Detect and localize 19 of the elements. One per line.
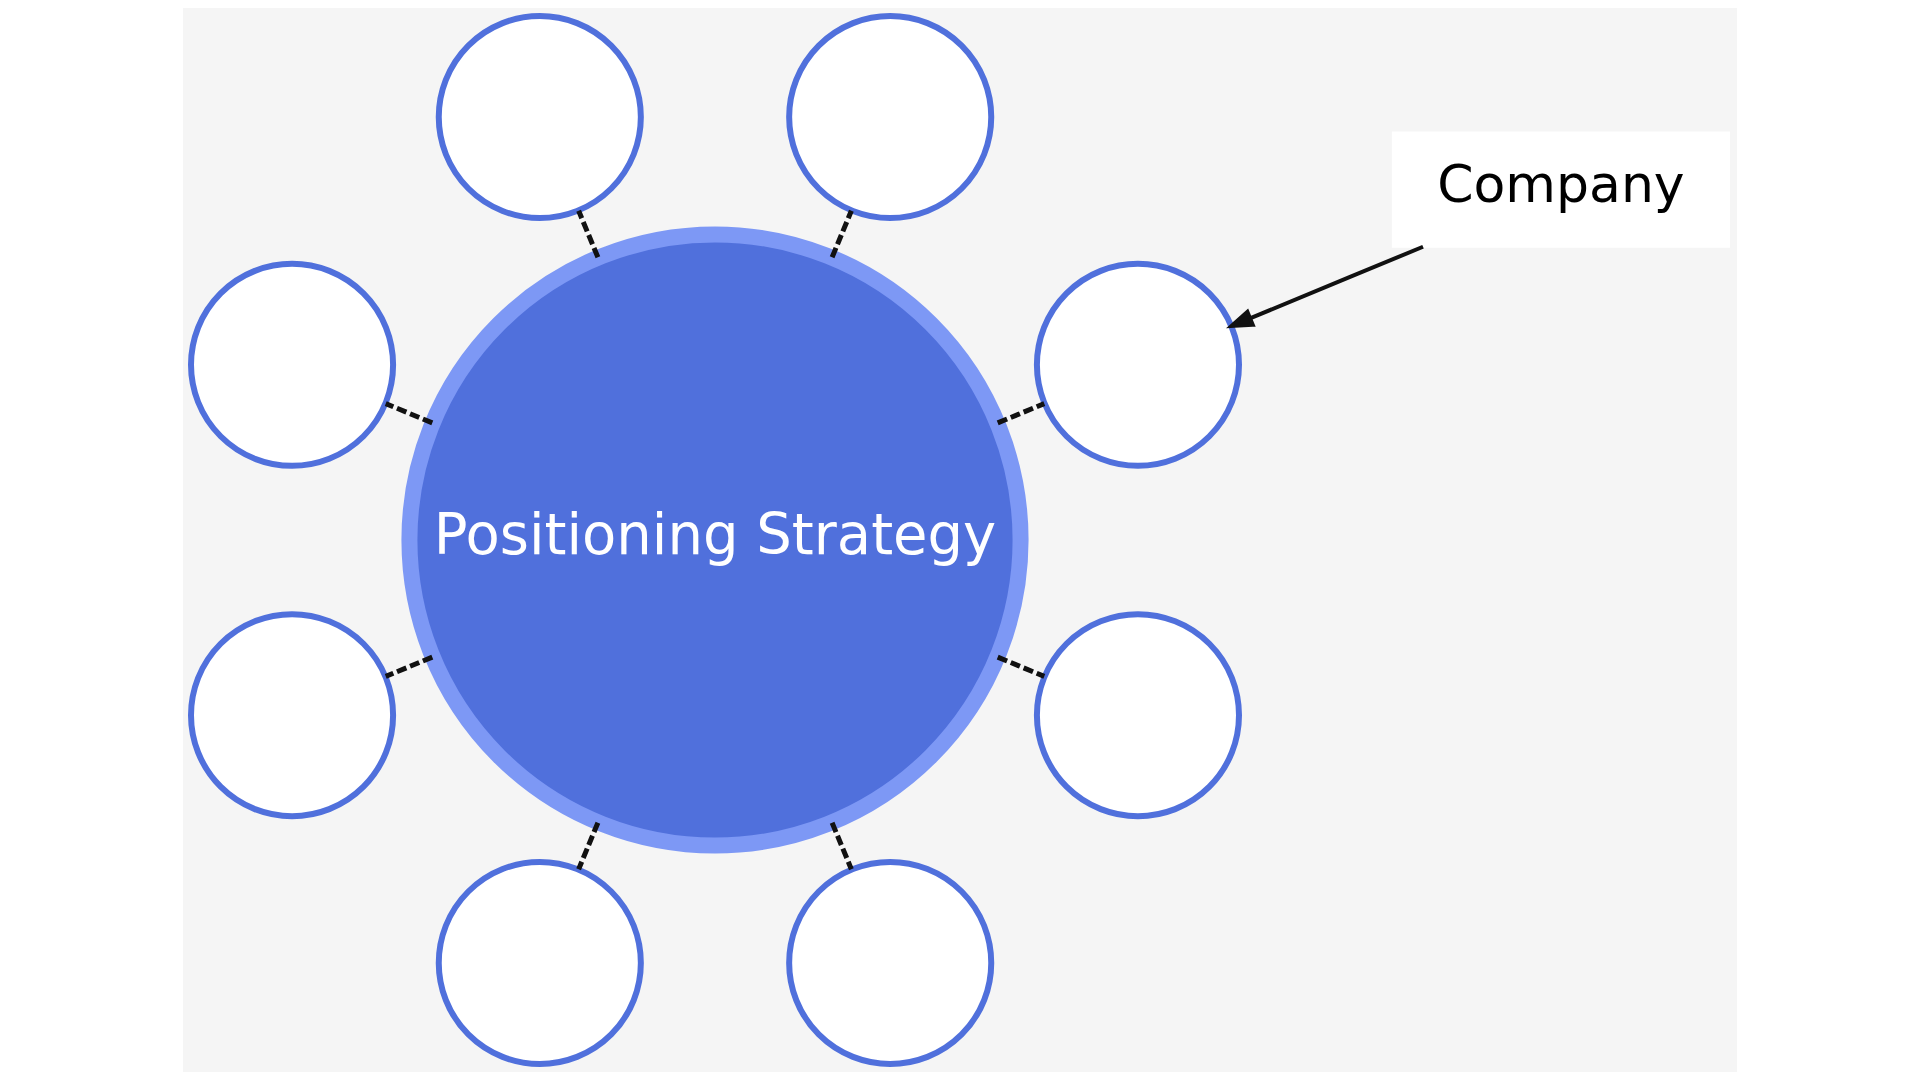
connector	[576, 821, 601, 871]
connector	[829, 209, 854, 259]
node-circle	[1033, 260, 1242, 469]
node-circle	[786, 858, 995, 1067]
node-box: Company	[1391, 131, 1730, 248]
node-circle	[435, 858, 644, 1067]
node-circle	[188, 611, 397, 820]
node-circle	[1033, 611, 1242, 820]
node-circle: Positioning Strategy	[401, 226, 1029, 854]
connector	[996, 401, 1046, 426]
arrow	[1226, 244, 1424, 329]
node-circle	[188, 260, 397, 469]
connector	[576, 209, 601, 259]
connector	[829, 821, 854, 871]
node-circle	[435, 13, 644, 222]
connector	[384, 654, 434, 679]
node-circle	[786, 13, 995, 222]
connector	[996, 654, 1046, 679]
connector	[384, 401, 434, 426]
